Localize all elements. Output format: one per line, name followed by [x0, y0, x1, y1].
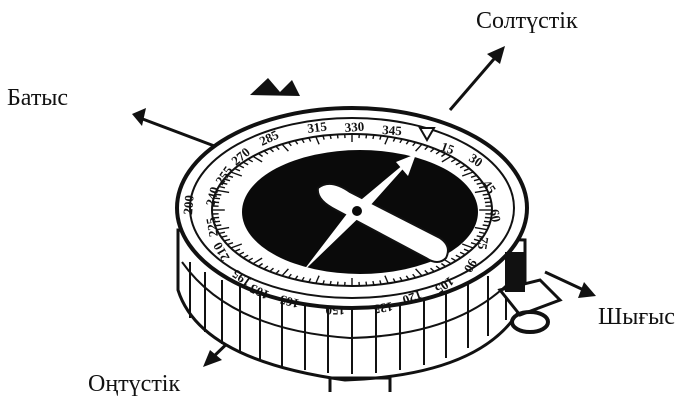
- west-arrow: [140, 118, 225, 150]
- north-arrow: [450, 52, 500, 110]
- dial-tick: [484, 198, 490, 199]
- compass-body: [177, 78, 560, 392]
- east-label: Шығыс: [598, 305, 675, 329]
- dial-number: 330: [344, 119, 364, 135]
- dial-tick: [337, 134, 338, 138]
- dial-tick: [373, 281, 374, 285]
- dial-tick: [373, 135, 374, 139]
- needle-pivot: [351, 205, 363, 217]
- dial-number: 60: [487, 208, 504, 223]
- dial-number: 200: [180, 195, 197, 216]
- north-arrowhead: [487, 46, 505, 64]
- north-label: Солтүстік: [476, 9, 578, 33]
- dial-tick: [366, 134, 367, 138]
- dial-tick: [337, 282, 338, 286]
- dial-number: 315: [306, 118, 328, 136]
- dial-tick: [330, 281, 331, 285]
- west-arrowhead: [132, 108, 146, 126]
- dial-number: 150: [326, 303, 346, 318]
- west-label: Батыс: [7, 86, 68, 110]
- dial-tick: [483, 225, 489, 226]
- rear-sight: [250, 78, 300, 96]
- dial-tick: [366, 282, 367, 286]
- dial-number: 345: [382, 122, 403, 138]
- dial-tick: [330, 135, 331, 139]
- south-label: Оңтүстік: [88, 372, 180, 396]
